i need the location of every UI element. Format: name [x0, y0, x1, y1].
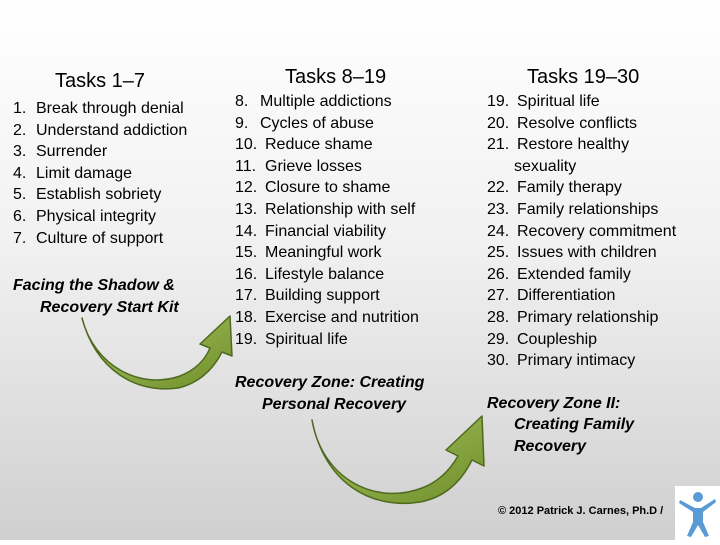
- person-logo-icon: [679, 492, 716, 537]
- list-item: 17.Building support: [235, 287, 380, 305]
- list-item: 9.Cycles of abuse: [235, 114, 374, 132]
- list-item: 7.Culture of support: [13, 229, 164, 247]
- list-item: 15.Meaningful work: [235, 244, 382, 262]
- curved-arrow-icon: [311, 415, 485, 504]
- column-title: Tasks 19–30: [527, 66, 640, 88]
- list-item: 1.Break through denial: [13, 100, 184, 117]
- list-item: 19.Spiritual life: [487, 93, 600, 110]
- column-title: Tasks 8–19: [285, 66, 387, 88]
- column-tasks-19-30: Tasks 19–30 19.Spiritual life 20.Resolve…: [487, 66, 676, 458]
- column-tasks-1-7: Tasks 1–7 1.Break through denial 2.Under…: [13, 70, 187, 318]
- list-item: 19.Spiritual life: [235, 330, 348, 348]
- list-item: 4.Limit damage: [13, 164, 133, 182]
- list-item: 18.Exercise and nutrition: [235, 308, 419, 326]
- column-title: Tasks 1–7: [55, 70, 146, 92]
- list-item: 22.Family therapy: [487, 179, 622, 197]
- curved-arrow-icon: [81, 315, 233, 390]
- resource-note: Recovery Zone: Creating Personal Recover…: [235, 374, 425, 413]
- resource-note: Facing the Shadow & Recovery Start Kit: [13, 277, 179, 316]
- list-item: sexuality: [514, 157, 577, 175]
- logo: [675, 486, 720, 540]
- copyright-text: © 2012 Patrick J. Carnes, Ph.D /: [498, 505, 664, 517]
- list-item: 20.Resolve conflicts: [487, 114, 638, 132]
- task-list: 1.Break through denial 2.Understand addi…: [13, 98, 187, 249]
- list-item: 29.Coupleship: [487, 330, 598, 348]
- list-item: 12.Closure to shame: [235, 179, 391, 197]
- resource-note: Recovery Zone II: Creating Family Recove…: [487, 394, 635, 455]
- list-item: 16.Lifestyle balance: [235, 265, 385, 283]
- column-tasks-8-19: Tasks 8–19 8.Multiple addictions 9.Cycle…: [235, 66, 424, 415]
- list-item: 23.Family relationships: [487, 200, 659, 218]
- task-list: 8.Multiple addictions 9.Cycles of abuse …: [235, 91, 424, 350]
- list-item: 11.Grieve losses: [235, 157, 362, 175]
- list-item: 8.Multiple addictions: [235, 93, 392, 110]
- list-item: 14.Financial viability: [235, 222, 386, 240]
- task-list: 19.Spiritual life 20.Resolve conflicts 2…: [487, 91, 676, 372]
- list-item: 25.Issues with children: [487, 244, 657, 262]
- list-item: 6.Physical integrity: [13, 207, 157, 225]
- list-item: 5.Establish sobriety: [13, 186, 162, 204]
- list-item: 30.Primary intimacy: [487, 352, 636, 370]
- list-item: 3.Surrender: [13, 143, 108, 161]
- list-item: 2.Understand addiction: [13, 121, 188, 139]
- list-item: 27.Differentiation: [487, 287, 616, 305]
- list-item: 28.Primary relationship: [487, 308, 659, 326]
- list-item: 21.Restore healthy: [487, 136, 630, 154]
- list-item: 24.Recovery commitment: [487, 222, 677, 240]
- list-item: 13.Relationship with self: [235, 200, 416, 218]
- list-item: 10.Reduce shame: [235, 136, 373, 154]
- list-item: 26.Extended family: [487, 265, 631, 283]
